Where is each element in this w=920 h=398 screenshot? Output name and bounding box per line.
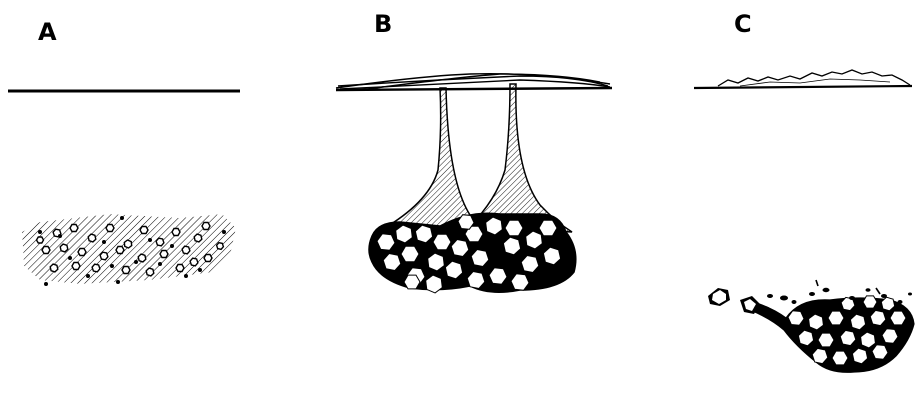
speck <box>68 256 72 260</box>
panel-c <box>694 70 914 372</box>
speck <box>110 264 114 268</box>
grain-hexagon <box>828 311 844 325</box>
speck <box>158 262 162 266</box>
panel-c-basin-ore-body <box>708 280 914 372</box>
grain-hexagon <box>890 311 906 325</box>
grain-hexagon <box>88 234 96 242</box>
grain-hexagon <box>404 275 420 289</box>
grain-hexagon <box>863 296 877 308</box>
panel-a <box>8 91 240 286</box>
grain-hexagon <box>818 333 834 347</box>
speck <box>58 234 62 238</box>
grain-hexagon <box>124 240 131 248</box>
grain-hexagon <box>122 267 130 274</box>
grain-hexagon <box>42 247 50 254</box>
speck <box>86 274 90 278</box>
speck <box>44 282 48 286</box>
speck <box>198 268 202 272</box>
panel-b-ground-surface <box>336 74 612 90</box>
grain-hexagon <box>160 251 168 258</box>
grain-hexagon <box>217 243 224 250</box>
panel-b <box>336 74 612 293</box>
grain-hexagon <box>401 246 419 262</box>
speck <box>170 244 174 248</box>
panel-c-ground-surface <box>694 70 912 88</box>
grain-hexagon <box>172 229 180 236</box>
grain-hexagon <box>182 246 190 254</box>
speck <box>102 240 106 244</box>
grain-hexagon <box>190 258 198 266</box>
grain-hexagon <box>202 223 210 230</box>
grain-hexagon <box>539 220 557 236</box>
panel-a-disseminated-zone <box>22 214 236 286</box>
grain-hexagon <box>70 225 78 232</box>
grain-hexagon <box>204 255 212 262</box>
grain-hexagon <box>78 249 86 256</box>
grain-hexagon <box>60 244 68 252</box>
grain-hexagon <box>50 264 58 272</box>
speck <box>120 216 124 220</box>
grain-hexagon <box>433 234 451 250</box>
grain-hexagon <box>37 237 44 243</box>
speck <box>222 230 226 234</box>
grain-hexagon <box>72 263 80 270</box>
grain-hexagon <box>140 227 148 234</box>
grain-hexagon <box>194 234 202 242</box>
grain-hexagon <box>146 268 154 276</box>
speck <box>184 274 188 278</box>
grain-hexagon <box>106 225 114 232</box>
speck <box>38 230 42 234</box>
grain-hexagon <box>505 220 523 236</box>
grain-hexagon <box>92 264 100 272</box>
panel-b-massive-ore-body <box>369 213 576 293</box>
speck <box>116 280 120 284</box>
speck <box>148 238 152 242</box>
grain-hexagon <box>832 351 848 365</box>
panel-b-feeder-pipes <box>388 84 572 232</box>
grain-hexagon <box>156 238 164 246</box>
grain-hexagon <box>116 247 124 254</box>
grain-hexagon <box>100 252 108 260</box>
grain-hexagon <box>176 265 184 272</box>
speck <box>134 260 138 264</box>
grain-hexagon <box>138 254 146 262</box>
